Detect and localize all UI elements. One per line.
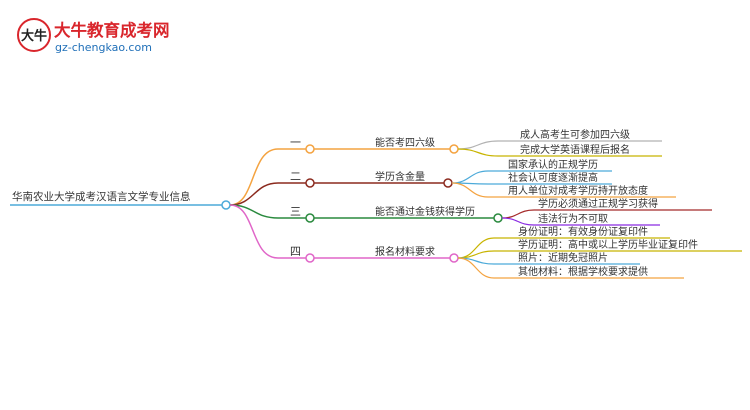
branch-3-end-dot [493,213,503,223]
leaf-label: 其他材料：根据学校要求提供 [518,265,648,278]
branch-2-label: 学历含金量 [375,170,425,183]
leaf-4-1[interactable]: 身份证明：有效身份证复印件 [457,225,670,259]
branch-4-connector [229,204,279,259]
branch-2[interactable]: 二 学历含金量 国家承认的正规学历 社会认可度逐渐提高 用人单位对成考学历持开放… [229,158,676,206]
leaf-label: 成人高考生可参加四六级 [520,128,630,141]
leaf-label: 国家承认的正规学历 [508,158,598,171]
leaf-1-2[interactable]: 完成大学英语课程后报名 [457,143,662,157]
branch-4-label: 报名材料要求 [375,245,435,258]
leaf-connector [451,182,489,198]
branch-3[interactable]: 三 能否通过金钱获得学历 学历必须通过正规学习获得 违法行为不可取 [229,197,712,226]
branch-3-number: 三 [290,205,301,218]
branch-4[interactable]: 四 报名材料要求 身份证明：有效身份证复印件 学历证明：高中或以上学历毕业证复印… [229,204,742,279]
branch-1[interactable]: 一 能否考四六级 成人高考生可参加四六级 完成大学英语课程后报名 [229,128,662,206]
branch-4-end-dot [449,253,459,263]
branch-4-number: 四 [290,245,301,258]
leaf-label: 用人单位对成考学历持开放态度 [508,184,648,197]
leaf-3-2[interactable]: 违法行为不可取 [501,212,660,226]
leaf-connector [457,140,499,150]
root-connector-dot [221,200,231,210]
bull-emblem-icon: 大牛 [17,18,51,52]
site-title: 大牛教育成考网 [54,20,170,40]
leaf-2-3[interactable]: 用人单位对成考学历持开放态度 [451,182,676,198]
leaf-label: 学历证明：高中或以上学历毕业证复印件 [518,238,698,251]
leaf-label: 社会认可度逐渐提高 [508,171,598,184]
leaf-label: 照片：近期免冠照片 [518,251,608,264]
leaf-connector [501,209,535,219]
leaf-connector [451,170,489,184]
emblem-text: 大牛 [21,28,47,44]
branch-1-label: 能否考四六级 [375,136,435,149]
leaf-label: 学历必须通过正规学习获得 [538,197,658,210]
branch-3-label: 能否通过金钱获得学历 [375,205,475,218]
leaf-4-4[interactable]: 其他材料：根据学校要求提供 [457,257,684,279]
root-node[interactable]: 华南农业大学成考汉语言文学专业信息 [10,190,231,210]
branch-1-connector [229,148,279,206]
leaf-4-3[interactable]: 照片：近期免冠照片 [457,251,640,265]
branch-2-number: 二 [290,170,301,183]
branch-2-dot [305,178,315,188]
site-url: gz-chengkao.com [55,41,152,54]
root-label: 华南农业大学成考汉语言文学专业信息 [12,190,191,203]
branch-4-dot [305,253,315,263]
leaf-4-2[interactable]: 学历证明：高中或以上学历毕业证复印件 [457,238,742,259]
branch-1-dot [305,144,315,154]
site-logo[interactable]: 大牛 大牛教育成考网 gz-chengkao.com [17,18,170,54]
branch-1-end-dot [449,144,459,154]
branch-1-number: 一 [290,136,301,149]
leaf-connector [457,148,499,157]
leaf-label: 身份证明：有效身份证复印件 [518,225,648,238]
branch-2-end-dot [443,178,453,188]
branch-2-connector [229,182,279,206]
leaf-label: 违法行为不可取 [538,212,608,225]
leaf-connector [457,257,495,279]
leaf-label: 完成大学英语课程后报名 [520,143,630,156]
branch-3-dot [305,213,315,223]
leaf-connector [501,217,535,226]
